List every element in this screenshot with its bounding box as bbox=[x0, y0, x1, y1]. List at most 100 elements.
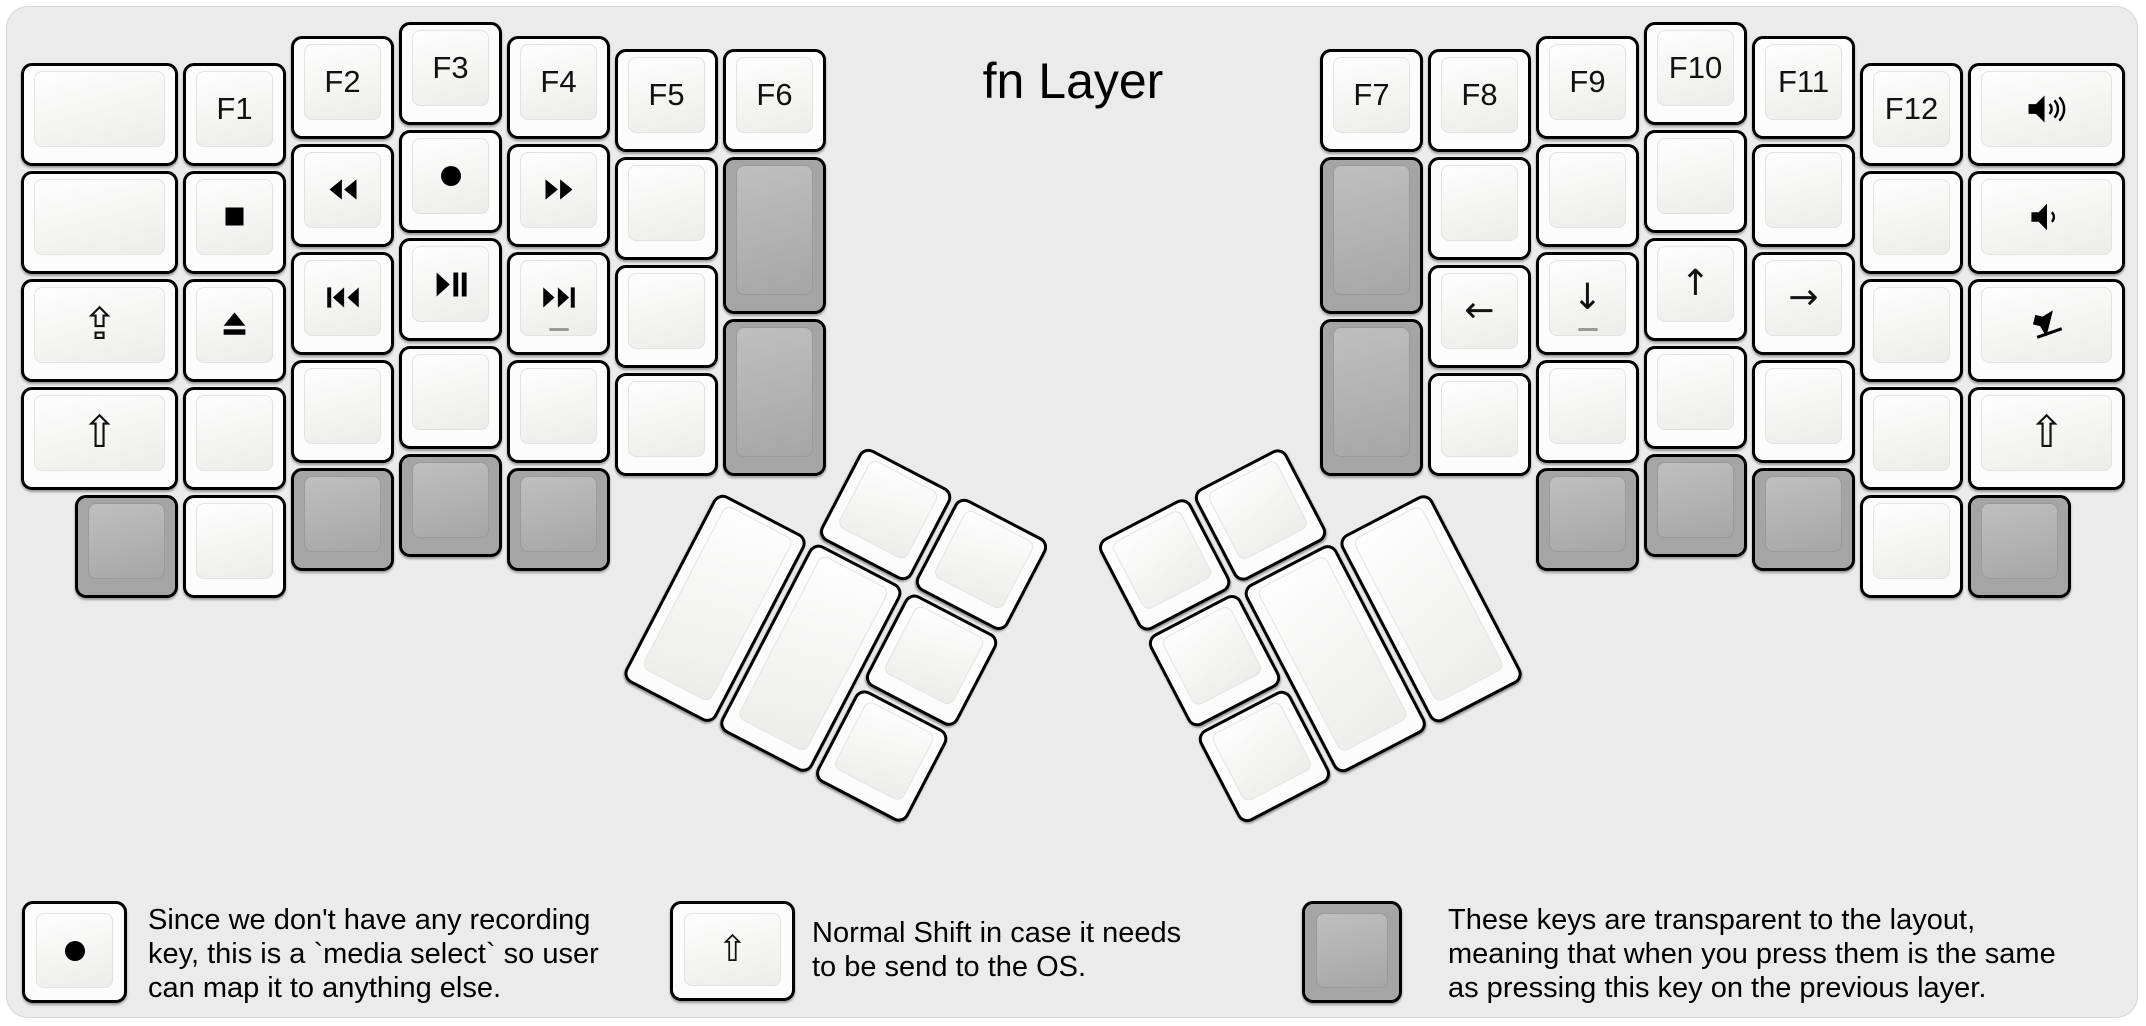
key-blank[interactable] bbox=[615, 373, 718, 476]
keytop: ⇪ bbox=[34, 286, 165, 363]
key-mute[interactable] bbox=[1968, 278, 2125, 382]
key-transparent[interactable] bbox=[1536, 467, 1639, 571]
homing-bar bbox=[1577, 327, 1598, 331]
key-arrow-up[interactable]: ↑ bbox=[1644, 238, 1747, 341]
keytop bbox=[412, 462, 489, 538]
key-shift[interactable]: ⇧ bbox=[1968, 386, 2125, 490]
key-transparent[interactable] bbox=[723, 319, 826, 476]
key-f11[interactable]: F11 bbox=[1752, 35, 1855, 139]
key-blank[interactable] bbox=[291, 359, 394, 463]
keytop bbox=[1206, 458, 1310, 562]
key-transparent[interactable] bbox=[1968, 494, 2071, 598]
keytop bbox=[1765, 367, 1842, 444]
keytop bbox=[412, 246, 489, 322]
key-blank[interactable] bbox=[183, 386, 286, 490]
key-transparent[interactable] bbox=[291, 467, 394, 571]
key-f7[interactable]: F7 bbox=[1320, 49, 1423, 152]
keytop bbox=[1333, 327, 1410, 457]
key-transparent[interactable] bbox=[399, 454, 502, 557]
keytop bbox=[832, 699, 936, 803]
key-transparent[interactable] bbox=[723, 157, 826, 314]
key-transparent[interactable] bbox=[1320, 157, 1423, 314]
key-arrow-right[interactable]: → bbox=[1752, 251, 1855, 355]
key-blank[interactable] bbox=[21, 170, 178, 274]
key-shift[interactable]: ⇧ bbox=[21, 386, 178, 490]
key-play-pause[interactable] bbox=[399, 238, 502, 341]
key-blank[interactable] bbox=[21, 62, 178, 166]
key-blank[interactable] bbox=[507, 359, 610, 463]
keytop bbox=[196, 178, 273, 255]
keytop bbox=[1549, 367, 1626, 444]
keytop: → bbox=[1765, 259, 1842, 336]
key-transparent[interactable] bbox=[75, 494, 178, 598]
key-f8[interactable]: F8 bbox=[1428, 49, 1531, 152]
key-transparent[interactable] bbox=[507, 467, 610, 571]
key-shift-sample: ⇧ bbox=[670, 901, 795, 1001]
keytop bbox=[1981, 178, 2112, 255]
keytop bbox=[1110, 508, 1214, 612]
key-f4[interactable]: F4 bbox=[507, 35, 610, 139]
keytop bbox=[628, 165, 705, 241]
key-blank[interactable] bbox=[1860, 386, 1963, 490]
key-blank[interactable] bbox=[399, 346, 502, 449]
key-f2[interactable]: F2 bbox=[291, 35, 394, 139]
key-f6[interactable]: F6 bbox=[723, 49, 826, 152]
keytop bbox=[1657, 138, 1734, 214]
key-f1[interactable]: F1 bbox=[183, 62, 286, 166]
key-f12[interactable]: F12 bbox=[1860, 62, 1963, 166]
key-fast-forward[interactable] bbox=[507, 143, 610, 247]
keytop: ↑ bbox=[1657, 246, 1734, 322]
keytop bbox=[1549, 151, 1626, 228]
key-next-track[interactable] bbox=[507, 251, 610, 355]
key-prev-track[interactable] bbox=[291, 251, 394, 355]
key-shift-lock[interactable]: ⇪ bbox=[21, 278, 178, 382]
key-label: F6 bbox=[756, 77, 793, 112]
key-f10[interactable]: F10 bbox=[1644, 22, 1747, 125]
keytop bbox=[412, 138, 489, 214]
key-blank[interactable] bbox=[1860, 494, 1963, 598]
key-blank[interactable] bbox=[1644, 130, 1747, 233]
key-blank[interactable] bbox=[1752, 143, 1855, 247]
key-blank[interactable] bbox=[1428, 373, 1531, 476]
legend-text-transparent: These keys are transparent to the layout… bbox=[1448, 904, 2056, 1004]
key-volume-up[interactable] bbox=[1968, 62, 2125, 166]
key-blank[interactable] bbox=[615, 157, 718, 260]
key-f9[interactable]: F9 bbox=[1536, 35, 1639, 139]
key-blank[interactable] bbox=[183, 494, 286, 598]
key-eject[interactable] bbox=[183, 278, 286, 382]
key-rewind[interactable] bbox=[291, 143, 394, 247]
key-transparent[interactable] bbox=[1752, 467, 1855, 571]
keytop bbox=[1981, 286, 2112, 363]
key-record[interactable] bbox=[399, 130, 502, 233]
key-volume-down[interactable] bbox=[1968, 170, 2125, 274]
key-transparent[interactable] bbox=[1644, 454, 1747, 557]
keytop bbox=[36, 913, 113, 988]
keytop bbox=[628, 381, 705, 457]
key-blank[interactable] bbox=[1644, 346, 1747, 449]
stop-icon bbox=[221, 203, 248, 230]
key-label: F7 bbox=[1353, 77, 1390, 112]
key-blank[interactable] bbox=[1428, 157, 1531, 260]
key-f3[interactable]: F3 bbox=[399, 22, 502, 125]
key-blank[interactable] bbox=[1752, 359, 1855, 463]
keytop: F7 bbox=[1333, 57, 1410, 133]
keytop: ← bbox=[1441, 273, 1518, 349]
key-transparent[interactable] bbox=[1320, 319, 1423, 476]
keytop bbox=[1981, 502, 2058, 579]
key-blank[interactable] bbox=[615, 265, 718, 368]
key-arrow-down[interactable]: ↓ bbox=[1536, 251, 1639, 355]
keytop bbox=[1160, 604, 1264, 708]
key-label: F3 bbox=[432, 50, 469, 85]
key-label: ⇪ bbox=[81, 298, 118, 350]
volume-down-icon bbox=[2029, 201, 2065, 233]
key-blank[interactable] bbox=[1536, 143, 1639, 247]
volume-up-icon bbox=[2026, 93, 2068, 125]
key-blank[interactable] bbox=[1860, 170, 1963, 274]
key-stop[interactable] bbox=[183, 170, 286, 274]
homing-bar bbox=[548, 327, 569, 331]
key-f5[interactable]: F5 bbox=[615, 49, 718, 152]
keytop: F6 bbox=[736, 57, 813, 133]
key-arrow-left[interactable]: ← bbox=[1428, 265, 1531, 368]
key-blank[interactable] bbox=[1860, 278, 1963, 382]
key-blank[interactable] bbox=[1536, 359, 1639, 463]
